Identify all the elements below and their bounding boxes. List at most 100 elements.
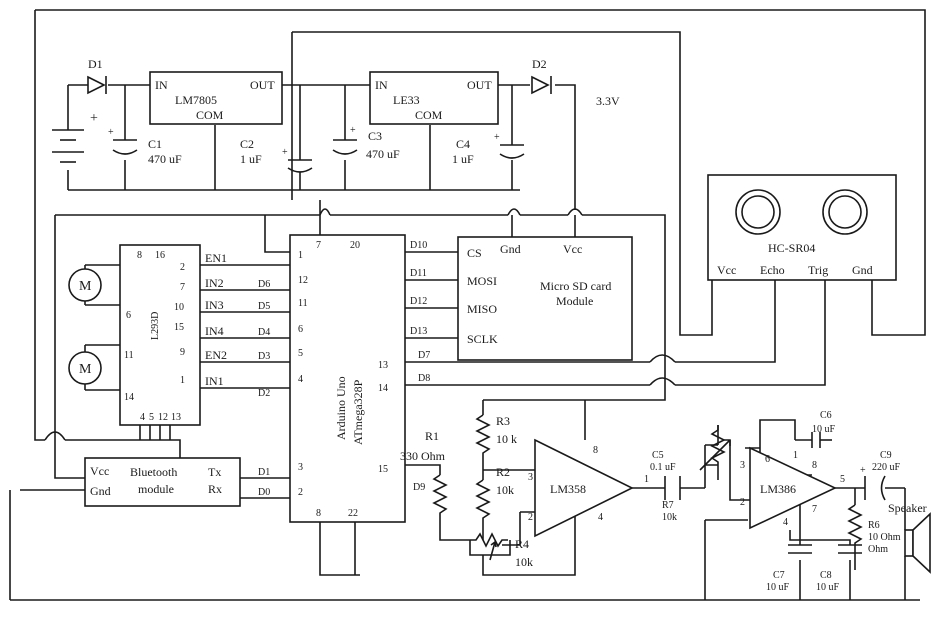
svg-text:8: 8 [137, 250, 142, 261]
svg-text:module: module [138, 482, 174, 496]
svg-text:LM7805: LM7805 [175, 93, 217, 107]
svg-text:2: 2 [528, 512, 533, 523]
capacitor-c6: C6 10 uF [795, 410, 836, 448]
svg-text:MOSI: MOSI [467, 274, 497, 288]
svg-text:IN4: IN4 [205, 324, 224, 338]
svg-text:470 uF: 470 uF [148, 152, 182, 166]
svg-text:1 uF: 1 uF [240, 152, 262, 166]
svg-text:Micro SD card: Micro SD card [540, 279, 611, 293]
svg-text:3: 3 [740, 460, 745, 471]
bluetooth-module: Vcc Gnd Bluetooth module Tx Rx [84, 457, 241, 507]
d1-label: D1 [88, 57, 103, 71]
capacitor-c2: + C2 1 uF [240, 137, 313, 173]
svg-text:EN2: EN2 [205, 348, 227, 362]
svg-text:M: M [79, 362, 92, 377]
capacitor-c7: C7 10 uF [766, 544, 812, 593]
capacitor-c3: + C3 470 uF [332, 125, 400, 161]
svg-text:C6: C6 [820, 410, 832, 421]
svg-text:IN1: IN1 [205, 374, 224, 388]
svg-text:4: 4 [140, 412, 145, 423]
svg-text:C7: C7 [773, 570, 785, 581]
svg-text:10: 10 [174, 302, 184, 313]
svg-text:R2: R2 [496, 465, 510, 479]
speaker: Speaker [888, 488, 931, 600]
svg-text:LM386: LM386 [760, 482, 796, 496]
svg-text:+: + [90, 111, 98, 126]
svg-text:D5: D5 [258, 301, 270, 312]
svg-text:10k: 10k [662, 512, 677, 523]
svg-text:1: 1 [793, 450, 798, 461]
motor-1: M [68, 265, 102, 305]
svg-text:16: 16 [155, 250, 165, 261]
svg-text:11: 11 [298, 298, 308, 309]
svg-text:8: 8 [593, 445, 598, 456]
svg-text:EN1: EN1 [205, 251, 227, 265]
svg-text:5: 5 [840, 474, 845, 485]
capacitor-c1: + C1 470 uF [108, 127, 182, 166]
svg-text:Gnd: Gnd [90, 484, 111, 498]
svg-text:L293D: L293D [150, 312, 161, 340]
svg-text:6: 6 [765, 454, 770, 465]
svg-text:2: 2 [740, 497, 745, 508]
svg-text:12: 12 [158, 412, 168, 423]
svg-text:SCLK: SCLK [467, 332, 498, 346]
regulator-lm7805: IN LM7805 OUT COM [149, 71, 283, 125]
svg-text:1 uF: 1 uF [452, 152, 474, 166]
svg-text:HC-SR04: HC-SR04 [768, 241, 815, 255]
svg-text:Bluetooth: Bluetooth [130, 465, 177, 479]
svg-text:10k: 10k [496, 483, 514, 497]
svg-text:7: 7 [316, 240, 321, 251]
diode-d1: D1 [87, 57, 107, 95]
svg-text:12: 12 [298, 275, 308, 286]
svg-text:OUT: OUT [467, 78, 492, 92]
svg-text:D11: D11 [410, 268, 427, 279]
wires [9, 9, 926, 601]
crossovers [44, 208, 676, 441]
svg-text:D12: D12 [410, 296, 427, 307]
svg-text:Rx: Rx [208, 482, 222, 496]
motor-2: M [68, 345, 102, 390]
svg-text:C3: C3 [368, 129, 382, 143]
svg-text:Arduino Uno: Arduino Uno [334, 376, 348, 440]
svg-text:LM358: LM358 [550, 482, 586, 496]
svg-text:4: 4 [783, 517, 788, 528]
svg-text:D2: D2 [258, 388, 270, 399]
svg-text:IN2: IN2 [205, 276, 224, 290]
svg-text:20: 20 [350, 240, 360, 251]
potentiometer-r7: R7 10k [662, 425, 731, 523]
svg-text:13: 13 [378, 360, 388, 371]
svg-text:15: 15 [378, 464, 388, 475]
svg-text:Module: Module [556, 294, 593, 308]
svg-text:10 uF: 10 uF [812, 424, 836, 435]
svg-text:IN: IN [155, 78, 168, 92]
svg-text:Gnd: Gnd [500, 242, 521, 256]
svg-text:C2: C2 [240, 137, 254, 151]
svg-text:R3: R3 [496, 414, 510, 428]
svg-text:10k: 10k [515, 555, 533, 569]
svg-text:8: 8 [812, 460, 817, 471]
svg-text:ATmega328P: ATmega328P [351, 379, 365, 445]
svg-text:1: 1 [298, 250, 303, 261]
svg-text:9: 9 [180, 347, 185, 358]
capacitor-c9: + C9 220 uF [860, 450, 901, 501]
svg-text:OUT: OUT [250, 78, 275, 92]
svg-text:10 uF: 10 uF [766, 582, 790, 593]
svg-text:7: 7 [180, 282, 185, 293]
svg-text:13: 13 [171, 412, 181, 423]
svg-text:220 uF: 220 uF [872, 462, 901, 473]
svg-text:CS: CS [467, 246, 482, 260]
svg-text:+: + [350, 125, 356, 136]
svg-text:1: 1 [180, 375, 185, 386]
svg-text:D3: D3 [258, 351, 270, 362]
svg-text:3: 3 [528, 472, 533, 483]
svg-text:R7: R7 [662, 500, 674, 511]
svg-text:C4: C4 [456, 137, 470, 151]
amplifier-lm386: LM386 6 3 2 4 5 1 8 7 [740, 446, 845, 530]
svg-text:10 k: 10 k [496, 432, 517, 446]
resistor-r1: R1 330 Ohm [400, 429, 448, 520]
resistor-r2: R2 10k [475, 465, 514, 525]
svg-text:D6: D6 [258, 279, 270, 290]
battery: + [52, 111, 98, 163]
svg-text:Speaker: Speaker [888, 501, 927, 515]
